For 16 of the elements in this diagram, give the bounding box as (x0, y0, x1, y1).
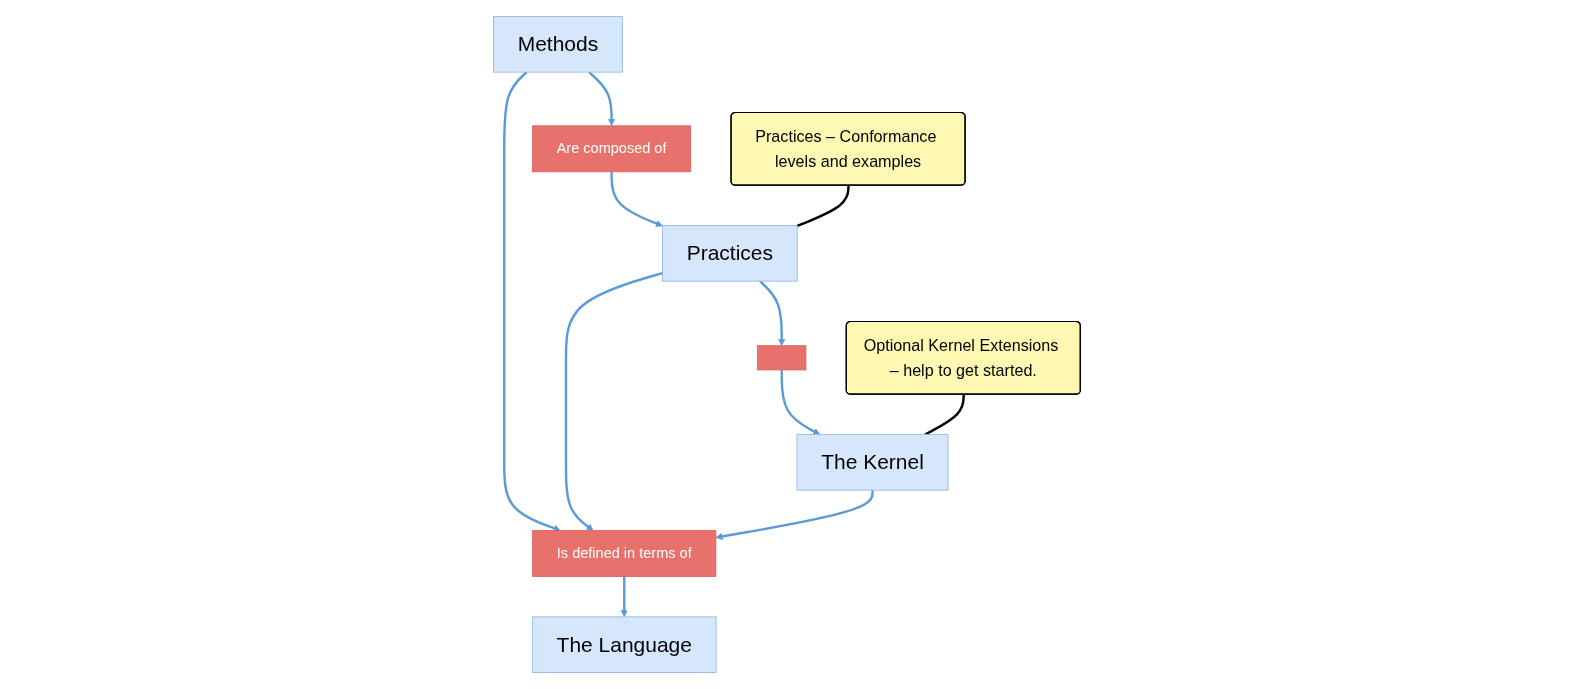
arrow (758, 280, 785, 347)
arrow (610, 171, 663, 227)
node-box: Are composed of (531, 125, 691, 173)
node-box: The Kernel (796, 434, 949, 491)
arrow (564, 271, 663, 531)
node-box: Practices (661, 225, 798, 282)
connector (796, 185, 850, 228)
connector (924, 394, 965, 436)
arrow (502, 71, 561, 532)
node-box: The Language (531, 616, 717, 673)
arrow (780, 369, 820, 435)
node-box: Is defined in terms of (531, 530, 716, 577)
node-box (756, 345, 806, 371)
node-box: Methods (492, 16, 623, 73)
arrow (587, 71, 615, 127)
arrow (620, 576, 628, 618)
